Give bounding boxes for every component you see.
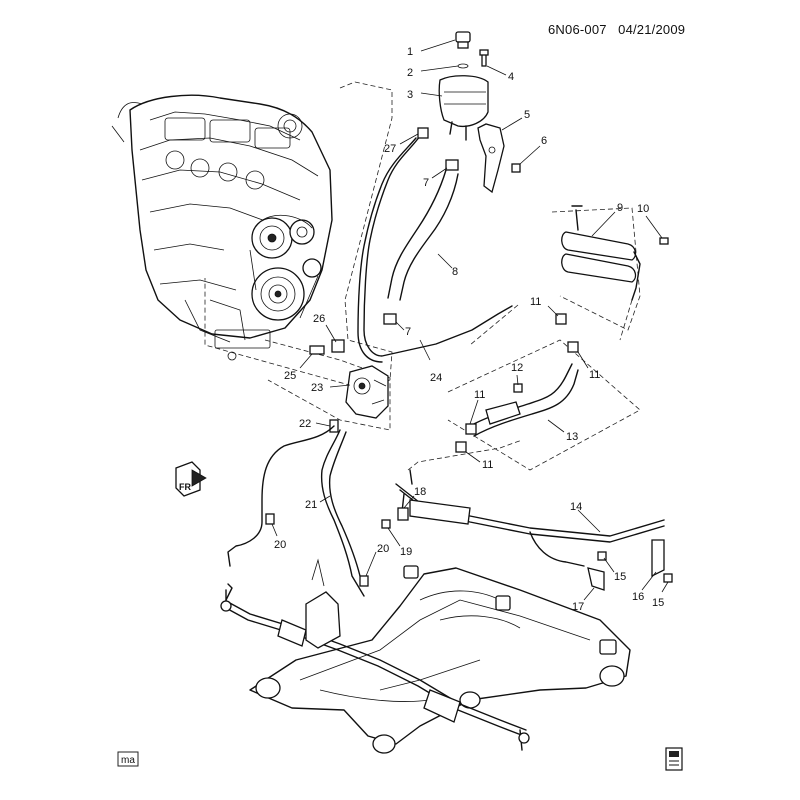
callout-15-a: 15 xyxy=(614,571,626,583)
cooler-hose-assembly xyxy=(455,363,579,453)
callout-27: 27 xyxy=(384,143,396,155)
bolt-6 xyxy=(511,163,521,173)
callout-11-a: 11 xyxy=(530,296,541,308)
bolt-15-b xyxy=(663,573,673,583)
reservoir-cap xyxy=(455,31,471,43)
callout-25: 25 xyxy=(284,370,296,382)
cooler-group-outline xyxy=(551,207,641,331)
callout-15-b: 15 xyxy=(652,597,664,609)
footer-left-tag: ma xyxy=(121,755,135,766)
nut-19 xyxy=(381,519,391,529)
callout-4: 4 xyxy=(508,71,514,83)
bolt-10 xyxy=(659,237,669,245)
front-direction-indicator: FR xyxy=(175,461,207,497)
callout-26: 26 xyxy=(313,313,325,325)
callout-8: 8 xyxy=(452,266,458,278)
callout-5: 5 xyxy=(524,109,530,121)
callout-12: 12 xyxy=(511,362,523,374)
callout-14: 14 xyxy=(570,501,582,513)
pipe-group-outline xyxy=(407,439,523,471)
diagram-header: 6N06-007 04/21/2009 xyxy=(548,22,685,37)
callout-1: 1 xyxy=(407,46,413,58)
clamp-7-top xyxy=(445,159,459,171)
engine-assembly xyxy=(111,94,333,361)
fluid-cooler xyxy=(555,205,669,353)
callout-10: 10 xyxy=(637,203,649,215)
clamp-11-d xyxy=(455,441,467,453)
mount-left-front xyxy=(255,677,281,699)
clamp-7-lower xyxy=(383,313,397,325)
bolt-12 xyxy=(513,383,523,393)
callout-19: 19 xyxy=(400,546,412,558)
callout-6: 6 xyxy=(541,135,547,147)
bracket-18 xyxy=(397,507,409,521)
engine-group-outline xyxy=(204,81,393,389)
steering-lines xyxy=(227,425,369,597)
bracket-17 xyxy=(587,567,605,591)
cooler-pipe-assembly xyxy=(381,469,673,591)
hose-assembly xyxy=(357,127,513,363)
bolt-25 xyxy=(309,345,325,355)
reservoir-assembly xyxy=(438,31,521,194)
steering-gear xyxy=(220,558,530,751)
callout-23: 23 xyxy=(311,382,323,394)
callout-11-b: 11 xyxy=(589,369,600,381)
clip-20-right xyxy=(359,575,369,587)
bolt-4 xyxy=(481,53,487,67)
callout-22: 22 xyxy=(299,418,311,430)
return-hose-8 xyxy=(399,173,459,301)
clamp-11-c xyxy=(465,423,477,435)
callout-16: 16 xyxy=(632,591,644,603)
reservoir-bracket xyxy=(477,123,505,194)
book-icon xyxy=(665,747,683,771)
bolt-15-a xyxy=(597,551,607,561)
front-cradle xyxy=(249,565,631,754)
reservoir-seal xyxy=(457,63,469,69)
callout-20-right: 20 xyxy=(377,543,389,555)
mount-right-front xyxy=(599,665,625,687)
clamp-11-b xyxy=(567,341,579,353)
diagram-code: 6N06-007 xyxy=(548,22,607,37)
fitting-27 xyxy=(417,127,429,139)
callout-3: 3 xyxy=(407,89,413,101)
callout-2: 2 xyxy=(407,67,413,79)
bracket-16 xyxy=(651,539,665,578)
mount-rear-left xyxy=(372,734,396,754)
callout-11-d: 11 xyxy=(482,459,493,471)
fitting-26 xyxy=(331,339,345,353)
clip-20-left xyxy=(265,513,275,525)
callout-7-top: 7 xyxy=(423,177,429,189)
callout-7-lower: 7 xyxy=(405,326,411,338)
cooler-hose-outline xyxy=(447,339,641,471)
callout-21: 21 xyxy=(305,499,317,511)
power-steering-pump xyxy=(309,339,389,433)
callout-20-left: 20 xyxy=(274,539,286,551)
callout-11-c: 11 xyxy=(474,389,485,401)
callout-labels: 1 2 3 4 5 6 7 27 8 9 10 11 7 xyxy=(271,39,669,613)
clamp-11-a xyxy=(555,313,567,325)
pump-group-outline xyxy=(264,339,391,431)
direction-label: FR xyxy=(179,482,191,492)
cooler-leader-dash xyxy=(619,299,633,341)
callout-18: 18 xyxy=(414,486,426,498)
diagram-date: 04/21/2009 xyxy=(618,22,686,37)
reservoir-body xyxy=(438,75,489,128)
pressure-hose-27 xyxy=(363,135,513,357)
callout-9: 9 xyxy=(617,202,623,214)
callout-13: 13 xyxy=(566,431,578,443)
pipe-leader-dash xyxy=(469,304,519,346)
footer-tags: ma xyxy=(117,747,683,771)
arrow-icon xyxy=(191,469,207,487)
callout-17: 17 xyxy=(572,601,584,613)
callout-24: 24 xyxy=(430,372,442,384)
